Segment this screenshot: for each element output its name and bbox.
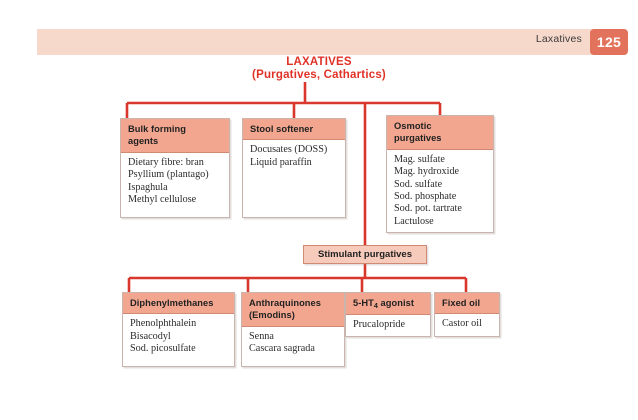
node-osmotic-purgatives[interactable]: Osmotic purgatives Mag. sulfate Mag. hyd…: [386, 115, 494, 233]
list-item: Sod. phosphate: [394, 191, 457, 203]
list-item: Castor oil: [442, 318, 482, 330]
diagram-subtitle: (Purgatives, Cathartics): [252, 69, 386, 81]
node-title-line2: (Emodins): [249, 310, 295, 321]
node-body: Dietary fibre: bran Psyllium (plantago) …: [121, 153, 229, 212]
node-title-line1: Bulk forming: [128, 124, 186, 134]
list-item: Prucalopride: [353, 319, 406, 331]
node-body: Docusates (DOSS) Liquid paraffin: [243, 140, 345, 174]
node-title-line1: Osmotic: [394, 121, 432, 131]
running-header-bar: [37, 29, 603, 55]
list-item: Phenolphthalein: [130, 318, 197, 330]
list-item: Mag. hydroxide: [394, 166, 460, 178]
node-title-line1: 5-HT4 agonist: [353, 298, 414, 310]
list-item: Docusates (DOSS): [250, 144, 328, 156]
list-item: Mag. sulfate: [394, 153, 445, 165]
chapter-label: Laxatives: [535, 33, 582, 45]
node-header: Anthraquinones (Emodins): [242, 293, 344, 327]
node-anthraquinones[interactable]: Anthraquinones (Emodins) Senna Cascara s…: [241, 292, 345, 367]
diagram-title-main: LAXATIVES: [286, 56, 352, 68]
node-header: Bulk forming agents: [121, 119, 229, 153]
node-body: Prucalopride: [346, 315, 430, 336]
list-item: Bisacodyl: [130, 330, 171, 342]
node-body: Mag. sulfate Mag. hydroxide Sod. sulfate…: [387, 150, 493, 233]
list-item: Psyllium (plantago): [128, 169, 209, 181]
list-item: Sod. pot. tartrate: [394, 203, 462, 215]
list-item: Methyl cellulose: [128, 194, 197, 206]
node-body: Castor oil: [435, 314, 499, 335]
node-title-line1: Anthraquinones: [249, 298, 321, 308]
list-item: Dietary fibre: bran: [128, 156, 204, 168]
node-diphenylmethanes[interactable]: Diphenylmethanes Phenolphthalein Bisacod…: [122, 292, 235, 367]
list-item: Ispaghula: [128, 181, 168, 193]
list-item: Sod. picosulfate: [130, 343, 196, 355]
node-bulk-forming-agents[interactable]: Bulk forming agents Dietary fibre: bran …: [120, 118, 230, 218]
node-header: 5-HT4 agonist: [346, 293, 430, 316]
node-title-line2: purgatives: [394, 133, 442, 144]
node-title-line1: Fixed oil: [442, 298, 481, 308]
node-body: Phenolphthalein Bisacodyl Sod. picosulfa…: [123, 314, 234, 360]
list-item: Sod. sulfate: [394, 178, 443, 190]
diagram-title: LAXATIVES (Purgatives, Cathartics): [0, 56, 638, 82]
node-stimulant-purgatives[interactable]: Stimulant purgatives: [303, 245, 427, 264]
node-5ht4-agonist[interactable]: 5-HT4 agonist Prucalopride: [345, 292, 431, 337]
node-header: Stool softener: [243, 119, 345, 141]
node-title-line1: Diphenylmethanes: [130, 298, 214, 308]
node-header: Osmotic purgatives: [387, 116, 493, 150]
node-title-line2: agents: [128, 136, 159, 147]
list-item: Liquid paraffin: [250, 156, 312, 168]
list-item: Cascara sagrada: [249, 343, 315, 355]
page-number-badge: 125: [590, 29, 628, 55]
node-stool-softener[interactable]: Stool softener Docusates (DOSS) Liquid p…: [242, 118, 346, 218]
node-fixed-oil[interactable]: Fixed oil Castor oil: [434, 292, 500, 337]
node-header: Diphenylmethanes: [123, 293, 234, 315]
node-title-line1: Stimulant purgatives: [318, 249, 412, 260]
node-title-line1: Stool softener: [250, 124, 314, 134]
node-body: Senna Cascara sagrada: [242, 327, 344, 361]
list-item: Lactulose: [394, 215, 434, 227]
node-header: Fixed oil: [435, 293, 499, 315]
list-item: Senna: [249, 330, 274, 342]
